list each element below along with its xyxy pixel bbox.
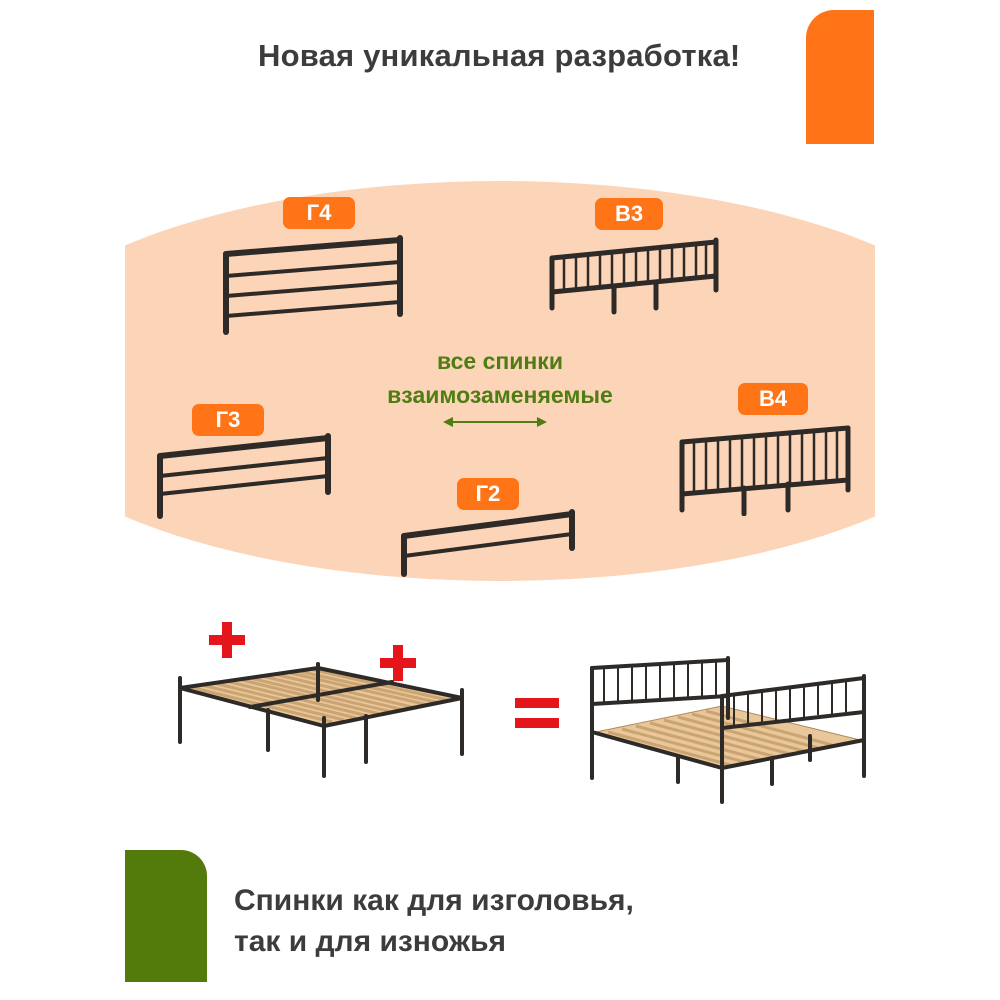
equals-icon	[515, 698, 559, 728]
badge-g3: Г3	[192, 404, 264, 436]
bed-base-image	[178, 662, 464, 778]
headboard-g4-image	[223, 235, 403, 335]
green-accent-tab	[125, 850, 207, 982]
peach-background	[125, 0, 875, 1000]
bottom-line-1: Спинки как для изголовья,	[234, 884, 634, 917]
headboard-g2-image	[401, 509, 575, 577]
right-margin	[875, 0, 1000, 1000]
double-arrow-icon	[443, 417, 547, 427]
headboard-v4-image	[679, 425, 851, 516]
left-margin	[0, 0, 125, 1000]
badge-v4: В4	[738, 383, 808, 415]
interchangeable-caption: все спинки взаимозаменяемые	[340, 344, 660, 412]
badge-g4: Г4	[283, 197, 355, 229]
assembled-bed-image	[590, 656, 866, 804]
headline: Новая уникальная разработка!	[258, 38, 741, 73]
plus-icon	[209, 622, 245, 658]
orange-accent-tab	[806, 10, 874, 144]
plus-icon	[380, 645, 416, 681]
badge-g2: Г2	[457, 478, 519, 510]
caption-line-2: взаимозаменяемые	[387, 382, 613, 408]
headboard-v3-image	[549, 237, 719, 315]
caption-line-1: все спинки	[437, 348, 563, 374]
bottom-caption: Спинки как для изголовья, так и для изно…	[234, 880, 794, 962]
headboard-g3-image	[157, 433, 331, 519]
bottom-line-2: так и для изножья	[234, 925, 507, 958]
badge-v3: В3	[595, 198, 663, 230]
